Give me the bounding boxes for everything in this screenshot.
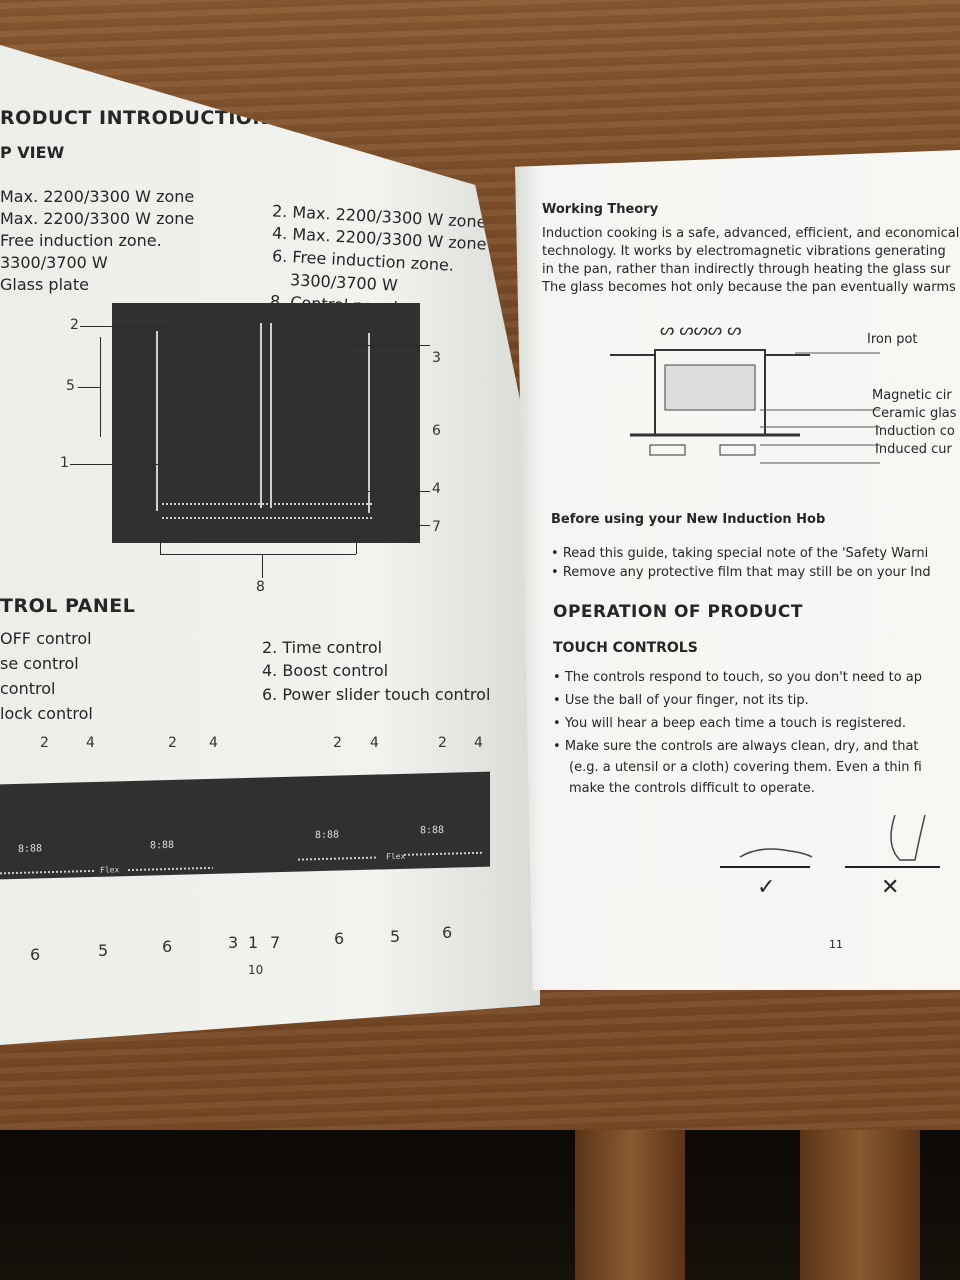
- wrong-cross-icon: ✕: [881, 875, 900, 900]
- before-bullet-2: • Remove any protective film that may st…: [551, 565, 931, 580]
- callout-1: 1: [60, 455, 69, 471]
- callout-5: 5: [66, 378, 75, 394]
- panel-bottom-6: 6: [334, 929, 345, 948]
- hob-display: 8:88: [315, 829, 340, 842]
- hob-display: 8:88: [18, 843, 43, 855]
- touch-controls-heading: TOUCH CONTROLS: [553, 640, 698, 656]
- finger-illustration: [720, 814, 940, 868]
- panel-bottom-6: 6: [30, 945, 41, 964]
- panel-top-4: 4: [474, 735, 483, 751]
- control-right-3: 6. Power slider touch control: [262, 685, 491, 704]
- panel-top-2: 2: [168, 735, 177, 751]
- svg-text:ᔕ ᔕᔕᔕ ᔕ: ᔕ ᔕᔕᔕ ᔕ: [660, 320, 742, 339]
- chair-leg: [575, 1130, 685, 1280]
- before-bullet-1: • Read this guide, taking special note o…: [551, 546, 929, 561]
- left-item-4: 3300/3700 W: [0, 253, 108, 272]
- theory-line-4: The glass becomes hot only because the p…: [542, 280, 956, 295]
- panel-top-2: 2: [438, 735, 447, 751]
- control-left-2: se control: [0, 654, 79, 673]
- callout-6: 6: [432, 423, 441, 439]
- panel-bottom-5: 5: [98, 941, 109, 960]
- power-slider: [0, 869, 95, 875]
- operation-heading: OPERATION OF PRODUCT: [553, 602, 803, 622]
- panel-bottom-6: 6: [162, 937, 173, 956]
- control-left-4: lock control: [0, 704, 93, 723]
- panel-bottom-6: 6: [442, 923, 453, 942]
- left-page: RODUCT INTRODUCTION P VIEW Max. 2200/330…: [0, 45, 540, 1045]
- panel-top-4: 4: [86, 735, 95, 751]
- touch-bullet-4: • Make sure the controls are always clea…: [553, 739, 919, 754]
- label-magnetic-circuit: Magnetic cir: [872, 388, 952, 403]
- panel-bottom-1: 1: [248, 933, 259, 952]
- control-right-2: 4. Boost control: [262, 661, 389, 680]
- theory-line-2: technology. It works by electromagnetic …: [542, 244, 946, 259]
- hob-flex-label: Flex: [386, 851, 406, 862]
- power-slider: [404, 851, 482, 856]
- label-induction-coil: Induction co: [875, 424, 955, 439]
- hob-display: 8:88: [420, 824, 445, 837]
- chair-leg: [800, 1130, 920, 1280]
- callout-8: 8: [256, 579, 265, 595]
- touch-bullet-3-text: You will hear a beep each time a touch i…: [564, 716, 907, 731]
- working-theory-heading: Working Theory: [542, 202, 659, 217]
- power-slider: [128, 866, 213, 872]
- callout-7: 7: [432, 519, 441, 535]
- touch-bullet-2: • Use the ball of your finger, not its t…: [553, 693, 809, 708]
- callout-2: 2: [70, 317, 79, 333]
- control-left-1: OFF control: [0, 629, 92, 648]
- theory-line-1: Induction cooking is a safe, advanced, e…: [542, 226, 960, 241]
- induction-diagram: ᔕ ᔕᔕᔕ ᔕ: [610, 320, 880, 464]
- panel-top-2: 2: [333, 735, 342, 751]
- label-ceramic-glass: Ceramic glas: [872, 406, 957, 421]
- control-right-1: 2. Time control: [262, 638, 383, 657]
- correct-check-icon: ✓: [757, 875, 776, 900]
- control-panel-heading: TROL PANEL: [0, 595, 136, 617]
- panel-bottom-7: 7: [270, 933, 281, 952]
- touch-bullet-3: • You will hear a beep each time a touch…: [553, 716, 907, 731]
- hob-flex-label: Flex: [100, 865, 120, 875]
- power-slider: [298, 856, 378, 861]
- panel-top-4: 4: [370, 735, 379, 751]
- before-bullet-1-text: Read this guide, taking special note of …: [562, 546, 929, 561]
- touch-bullet-4-cont: (e.g. a utensil or a cloth) covering the…: [569, 760, 922, 775]
- top-view-heading: P VIEW: [0, 143, 65, 162]
- touch-bullet-1-text: The controls respond to touch, so you do…: [564, 670, 923, 685]
- touch-bullet-2-text: Use the ball of your finger, not its tip…: [564, 693, 809, 708]
- hob-control-strip: [162, 517, 372, 519]
- callout-4: 4: [432, 481, 441, 497]
- left-item-3: Free induction zone.: [0, 231, 162, 250]
- theory-line-3: in the pan, rather than indirectly throu…: [542, 262, 951, 277]
- before-use-heading: Before using your New Induction Hob: [551, 512, 826, 527]
- hob-display: 8:88: [150, 839, 175, 852]
- left-item-5: Glass plate: [0, 275, 89, 294]
- right-page: Working Theory Induction cooking is a sa…: [515, 150, 960, 990]
- touch-bullet-4-cont: make the controls difficult to operate.: [569, 781, 815, 796]
- control-left-3: control: [0, 679, 56, 698]
- panel-bottom-3: 3: [228, 933, 239, 952]
- hob-top-view: [112, 303, 420, 543]
- panel-top-2: 2: [40, 735, 49, 751]
- label-induced-current: Induced cur: [875, 442, 952, 457]
- touch-bullet-1: • The controls respond to touch, so you …: [553, 670, 923, 685]
- label-iron-pot: Iron pot: [867, 332, 918, 347]
- panel-top-4: 4: [209, 735, 218, 751]
- panel-bottom-5: 5: [390, 927, 401, 946]
- left-item-2: Max. 2200/3300 W zone: [0, 209, 195, 228]
- hob-control-panel: 8:88 8:88 8:88 8:88 Flex Flex: [0, 771, 490, 880]
- section-title: RODUCT INTRODUCTION: [0, 107, 269, 129]
- callout-3: 3: [432, 350, 441, 366]
- page-number: 11: [829, 938, 843, 951]
- before-bullet-2-text: Remove any protective film that may stil…: [562, 565, 931, 580]
- touch-bullet-4-text: Make sure the controls are always clean,…: [564, 739, 919, 754]
- page-number: 10: [248, 963, 264, 977]
- left-item-1: Max. 2200/3300 W zone: [0, 187, 195, 206]
- hob-control-strip: [162, 503, 372, 505]
- right-item-4: 3300/3700 W: [289, 270, 399, 295]
